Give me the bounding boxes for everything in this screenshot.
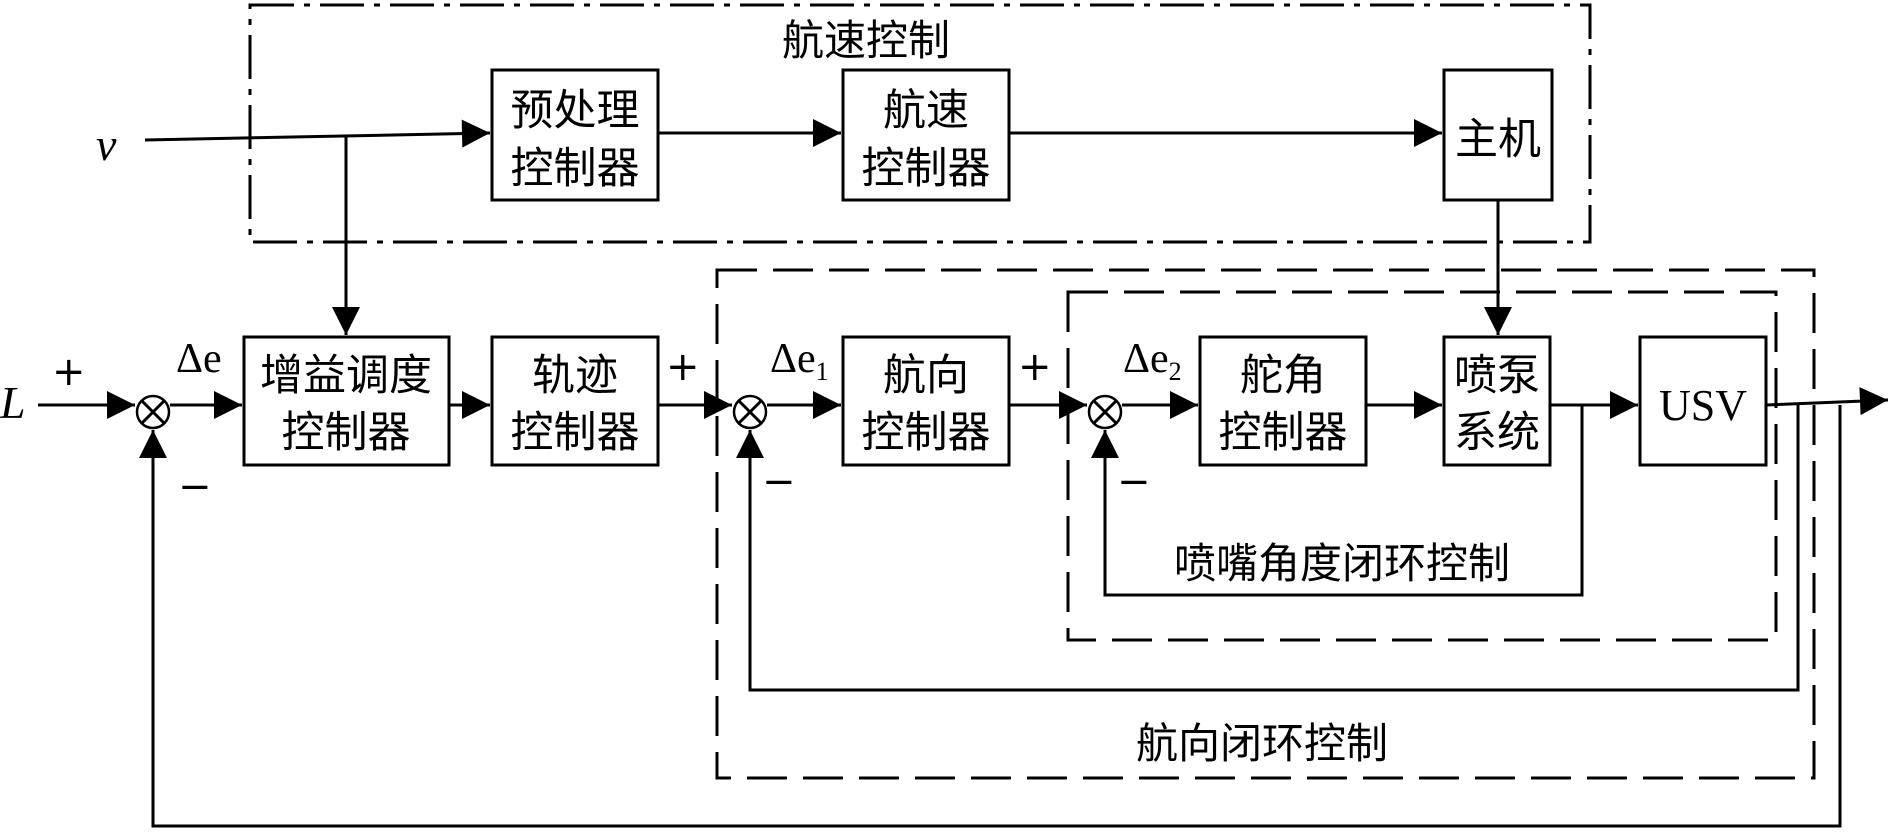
gain-sched-line-2: 控制器 [282, 408, 411, 458]
track-controller-block: 轨迹 控制器 [490, 335, 660, 467]
sum1-plus-sign: + [52, 349, 86, 395]
error-rudder-base: Δe [1123, 336, 1169, 382]
preprocess-line-1: 预处理 [511, 86, 640, 136]
speed-ctrl-line-1: 航速 [883, 86, 969, 136]
heading-ctrl-line-2: 控制器 [862, 408, 991, 458]
gain-scheduling-controller-block: 增益调度 控制器 [242, 335, 451, 467]
speed-ctrl-line-2: 控制器 [862, 144, 991, 194]
sum-junction-2 [732, 394, 768, 430]
sum1-minus-sign: − [178, 464, 212, 510]
speed-input-line [144, 119, 491, 148]
sum-junction-3 [1087, 394, 1123, 430]
sum3-plus-sign: + [1018, 344, 1052, 390]
error-rudder-subscript: 2 [1169, 357, 1182, 386]
error-heading-subscript: 1 [816, 357, 829, 386]
sum2-minus-sign: − [762, 459, 796, 505]
jet-pump-system-block: 喷泵 系统 [1442, 335, 1552, 467]
preprocess-controller-block: 预处理 控制器 [490, 68, 660, 202]
error-heading-base: Δe [770, 336, 816, 382]
track-ctrl-line-1: 轨迹 [532, 351, 618, 401]
error-main-label: Δe [176, 336, 222, 382]
heading-feedback-line [736, 405, 1800, 692]
nozzle-loop-title: 喷嘴角度闭环控制 [1174, 539, 1510, 588]
speed-input-label: v [96, 119, 117, 170]
speed-controller-block: 航速 控制器 [841, 68, 1011, 202]
position-feedback-line [139, 405, 1842, 828]
usv-block: USV [1638, 335, 1768, 467]
main-engine-block: 主机 [1442, 68, 1554, 202]
gain-sched-line-1: 增益调度 [260, 351, 432, 401]
sum2-plus-sign: + [666, 344, 700, 390]
heading-controller-block: 航向 控制器 [841, 335, 1011, 467]
error-heading-label: Δe1 [770, 336, 829, 386]
nozzle-loop-region [1066, 290, 1778, 642]
usv-output-line [1765, 387, 1889, 416]
path-input-label: L [0, 377, 26, 428]
track-ctrl-line-2: 控制器 [511, 408, 640, 458]
heading-loop-title: 航向闭环控制 [1136, 719, 1388, 768]
preprocess-line-2: 控制器 [511, 144, 640, 194]
rudder-ctrl-line-2: 控制器 [1219, 408, 1348, 458]
sum3-minus-sign: − [1117, 459, 1151, 505]
pump-line-1: 喷泵 [1454, 351, 1540, 401]
sum-junction-1 [135, 394, 171, 430]
speed-control-title: 航速控制 [782, 16, 950, 65]
error-rudder-label: Δe2 [1123, 336, 1182, 386]
speed-control-region [248, 3, 1592, 244]
nozzle-feedback-line [1091, 405, 1584, 597]
main-engine-label: 主机 [1455, 115, 1541, 165]
heading-loop-region [715, 268, 1816, 780]
heading-ctrl-line-1: 航向 [883, 351, 969, 401]
pump-line-2: 系统 [1454, 408, 1540, 458]
usv-label: USV [1659, 381, 1747, 430]
rudder-angle-controller-block: 舵角 控制器 [1198, 335, 1368, 467]
rudder-ctrl-line-1: 舵角 [1240, 351, 1326, 401]
